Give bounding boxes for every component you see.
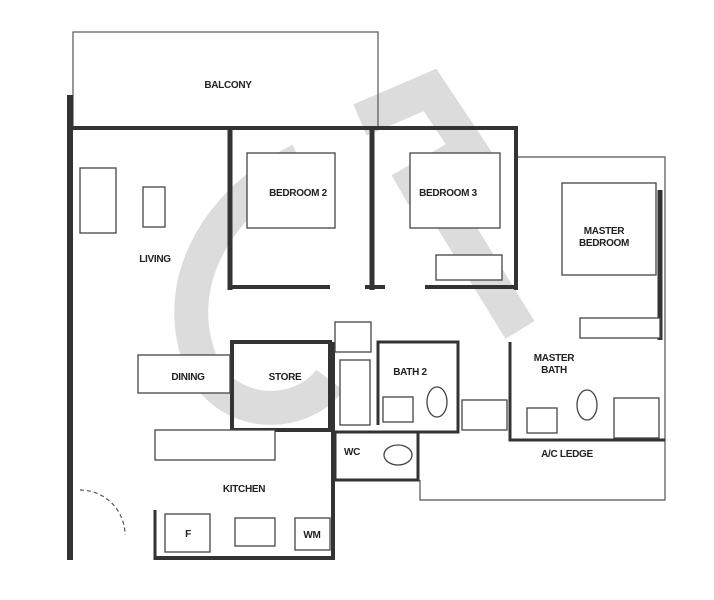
label-dining: DINING xyxy=(171,372,205,383)
entrance-door-swing xyxy=(79,489,126,536)
label-master-bedroom-2: BEDROOM xyxy=(579,238,629,249)
stove xyxy=(234,517,276,547)
label-bedroom-3: BEDROOM 3 xyxy=(419,188,478,199)
label-bedroom-2: BEDROOM 2 xyxy=(269,188,328,199)
shower-store xyxy=(339,359,371,426)
furniture xyxy=(79,152,661,553)
label-master-bedroom-1: MASTER xyxy=(584,226,626,237)
bed-bedroom2 xyxy=(246,152,336,229)
shower-master-bath xyxy=(613,397,660,439)
label-store: STORE xyxy=(269,372,302,383)
walls xyxy=(67,95,666,560)
label-wc: WC xyxy=(344,447,360,458)
label-fridge: F xyxy=(185,529,191,540)
basin-bath2 xyxy=(382,396,414,423)
coffee-table xyxy=(142,186,166,228)
bed-bedroom3 xyxy=(409,152,501,229)
wardrobe-bedroom3 xyxy=(435,254,503,281)
label-kitchen: KITCHEN xyxy=(223,484,265,495)
label-master-bath-1: MASTER xyxy=(534,353,576,364)
store-rack xyxy=(334,321,372,353)
shower-bath2 xyxy=(461,399,508,431)
toilet-bath2 xyxy=(426,386,448,418)
toilet-master-bath xyxy=(576,389,598,421)
basin-master-bath xyxy=(526,407,558,434)
sofa xyxy=(79,167,117,234)
toilet-wc xyxy=(383,444,413,466)
label-ac-ledge: A/C LEDGE xyxy=(541,449,593,460)
fridge xyxy=(164,513,211,553)
label-bath-2: BATH 2 xyxy=(393,367,427,378)
label-living: LIVING xyxy=(139,254,171,265)
washing-machine xyxy=(294,517,331,551)
label-master-bath-2: BATH xyxy=(541,365,567,376)
bed-master xyxy=(561,182,657,276)
wardrobe-master xyxy=(579,317,661,339)
dining-table xyxy=(137,354,231,394)
label-balcony: BALCONY xyxy=(204,80,252,91)
label-washing-machine: WM xyxy=(303,530,320,541)
